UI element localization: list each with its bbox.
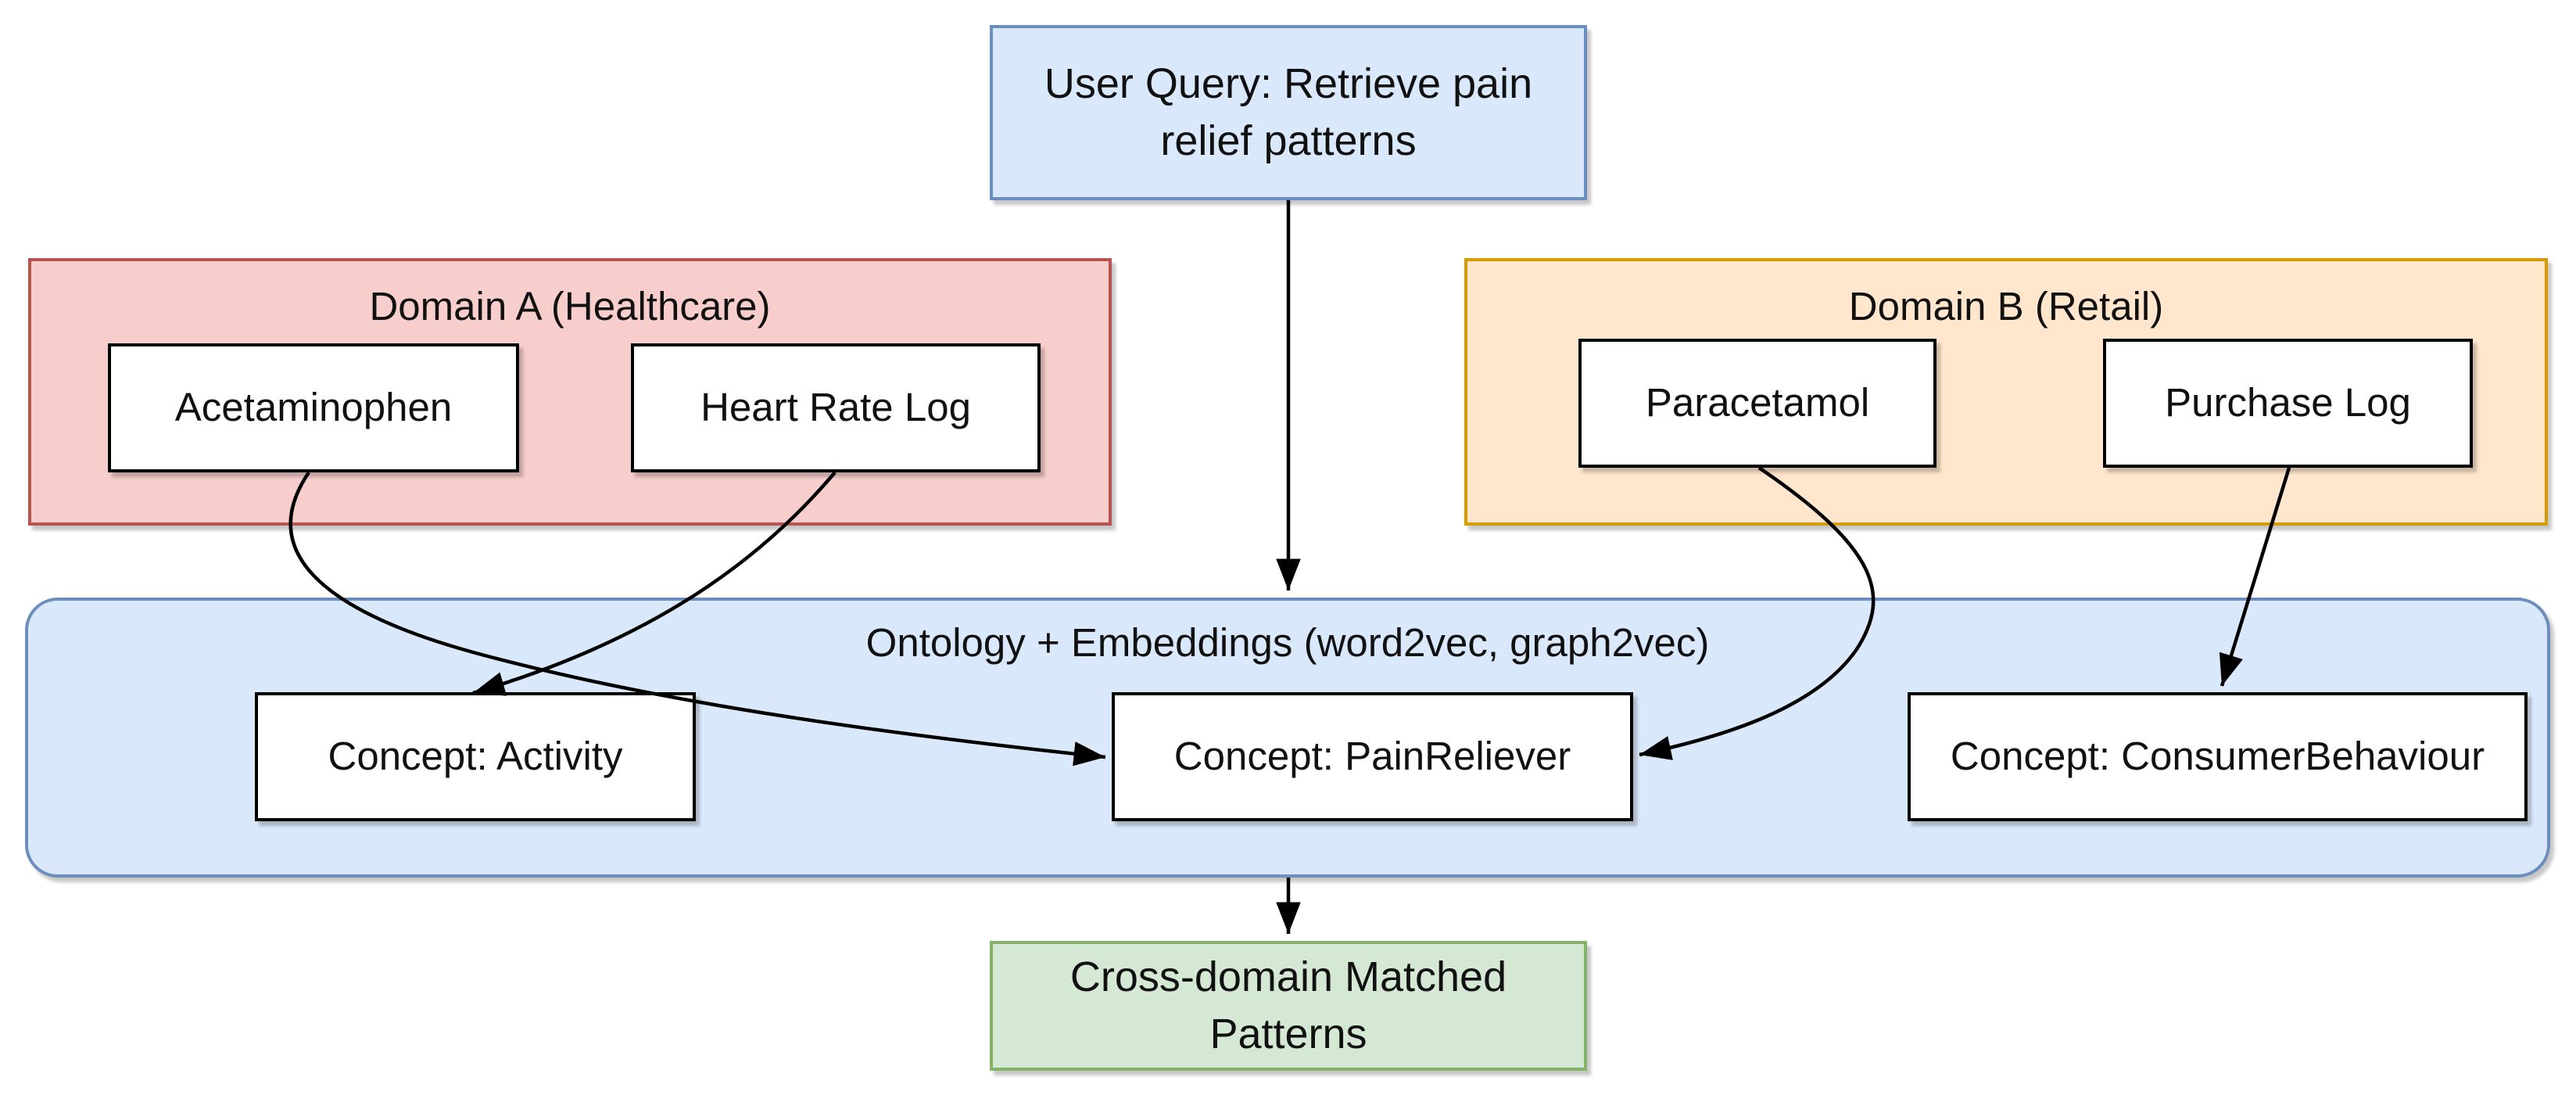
domain-a-title: Domain A (Healthcare) [369, 284, 771, 328]
concept-activity-node: Concept: Activity [255, 692, 696, 821]
matched-patterns-box: Cross-domain Matched Patterns [990, 941, 1587, 1071]
ontology-title: Ontology + Embeddings (word2vec, graph2v… [865, 620, 1710, 665]
purchase-log-node: Purchase Log [2103, 339, 2473, 468]
concept-pain-reliever-node: Concept: PainReliever [1112, 692, 1633, 821]
heart-rate-log-node: Heart Rate Log [631, 343, 1041, 472]
domain-b-title: Domain B (Retail) [1848, 284, 2164, 328]
user-query-box: User Query: Retrieve pain relief pattern… [990, 25, 1587, 200]
acetaminophen-node: Acetaminophen [108, 343, 519, 472]
concept-consumer-behaviour-node: Concept: ConsumerBehaviour [1908, 692, 2528, 821]
paracetamol-node: Paracetamol [1578, 339, 1936, 468]
